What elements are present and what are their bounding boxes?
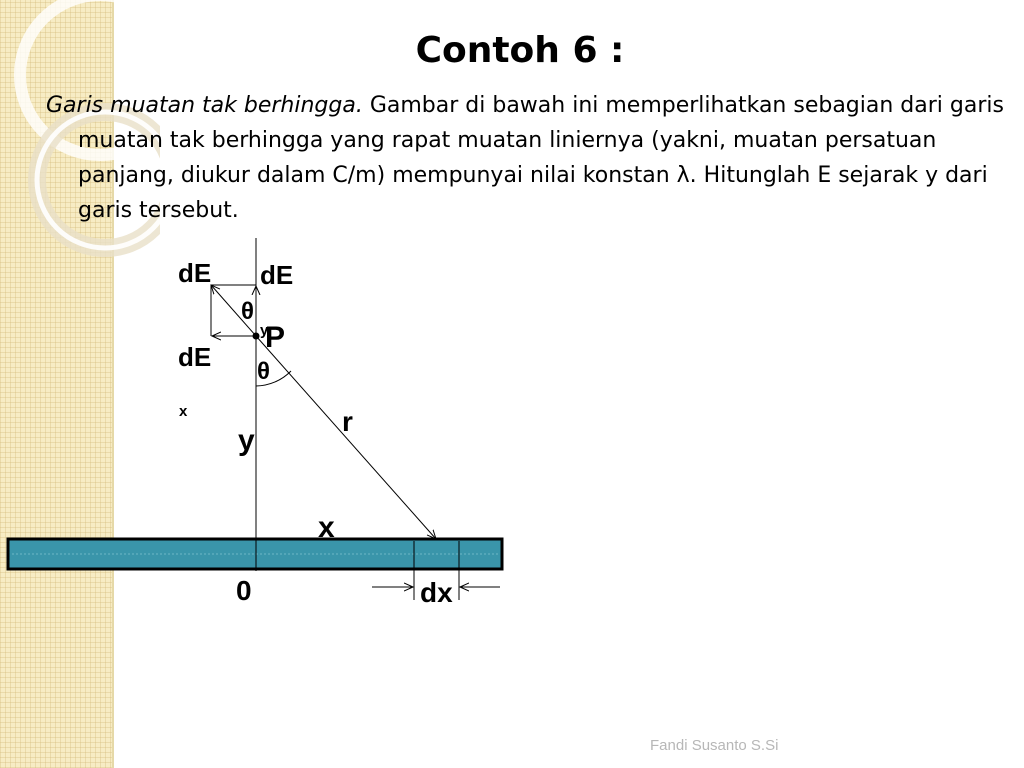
label-dE-right: dE: [260, 260, 293, 290]
footer-author: Fandi Susanto S.Si: [650, 737, 779, 754]
label-r: r: [342, 406, 353, 437]
label-P: P: [265, 321, 285, 354]
problem-paragraph: Garis muatan tak berhingga. Gambar di ba…: [46, 88, 1006, 228]
label-x: x: [318, 511, 335, 544]
label-dE-lower-sub: x: [179, 403, 188, 420]
side-band-edge: [112, 0, 114, 768]
theta-arc: [255, 370, 292, 387]
label-theta-top: θ: [241, 298, 254, 325]
label-y: y: [238, 424, 255, 457]
charged-line: [6, 537, 504, 571]
label-origin: 0: [236, 575, 252, 606]
problem-lead: Garis muatan tak berhingga.: [46, 93, 363, 118]
dE-vector: [211, 285, 257, 337]
label-dE-lower: dE: [178, 342, 211, 372]
r-vector: [255, 335, 436, 539]
label-dE-y-sub: y: [260, 322, 269, 339]
problem-text: Gambar di bawah ini memperlihatkan sebag…: [78, 93, 1004, 223]
label-theta-bottom: θ: [257, 358, 270, 385]
slide-title: Contoh 6 :: [415, 30, 625, 71]
decorative-rings: [14, 0, 160, 257]
label-dE-left: dE: [178, 258, 211, 288]
point-P: [252, 332, 260, 340]
label-dx: dx: [420, 577, 453, 608]
